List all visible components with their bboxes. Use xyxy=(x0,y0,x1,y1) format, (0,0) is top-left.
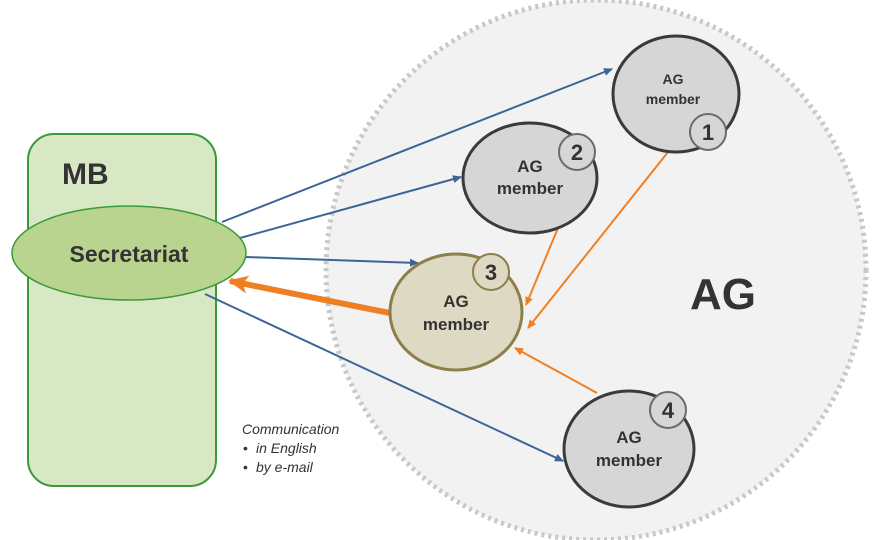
member-2-badge xyxy=(558,133,596,171)
member-1-line2: member xyxy=(646,91,701,107)
member-1-number: 1 xyxy=(702,120,714,145)
arrow-to-member-1 xyxy=(221,68,613,223)
member-3-number: 3 xyxy=(485,260,497,285)
communication-note: Communication in English by e-mail xyxy=(242,420,339,477)
mb-box xyxy=(27,133,217,487)
member-2-line2: member xyxy=(497,179,564,198)
member-4-badge xyxy=(649,391,687,429)
member-3-line2: member xyxy=(423,315,490,334)
ag-group-circle xyxy=(323,0,869,540)
ag-label: AG xyxy=(690,270,756,319)
member-4-line2: member xyxy=(596,451,663,470)
secretariat-label: Secretariat xyxy=(70,241,189,267)
member-2-line1: AG xyxy=(517,157,543,176)
member-3-line1: AG xyxy=(443,292,469,311)
member-4-line1: AG xyxy=(616,428,642,447)
member-3-badge xyxy=(472,253,510,291)
member-1-badge xyxy=(689,113,727,151)
communication-item-language: in English xyxy=(243,439,339,458)
arrow-to-member-2 xyxy=(239,175,462,239)
arrow-member-2-to-3 xyxy=(525,227,559,306)
mb-label: MB xyxy=(62,158,109,191)
communication-title: Communication xyxy=(242,421,340,437)
arrow-member-3-to-secretariat xyxy=(228,275,391,316)
arrow-member-4-to-3 xyxy=(514,347,598,394)
member-4-number: 4 xyxy=(662,398,675,423)
member-2-number: 2 xyxy=(571,140,583,165)
secretariat-node xyxy=(11,205,247,301)
arrow-member-1-to-3 xyxy=(527,146,673,329)
communication-item-channel: by e-mail xyxy=(243,458,339,477)
member-1-line1: AG xyxy=(663,71,684,87)
arrow-to-member-4 xyxy=(204,293,564,462)
communication-list: in English by e-mail xyxy=(242,439,339,477)
arrow-to-member-3 xyxy=(245,256,419,267)
